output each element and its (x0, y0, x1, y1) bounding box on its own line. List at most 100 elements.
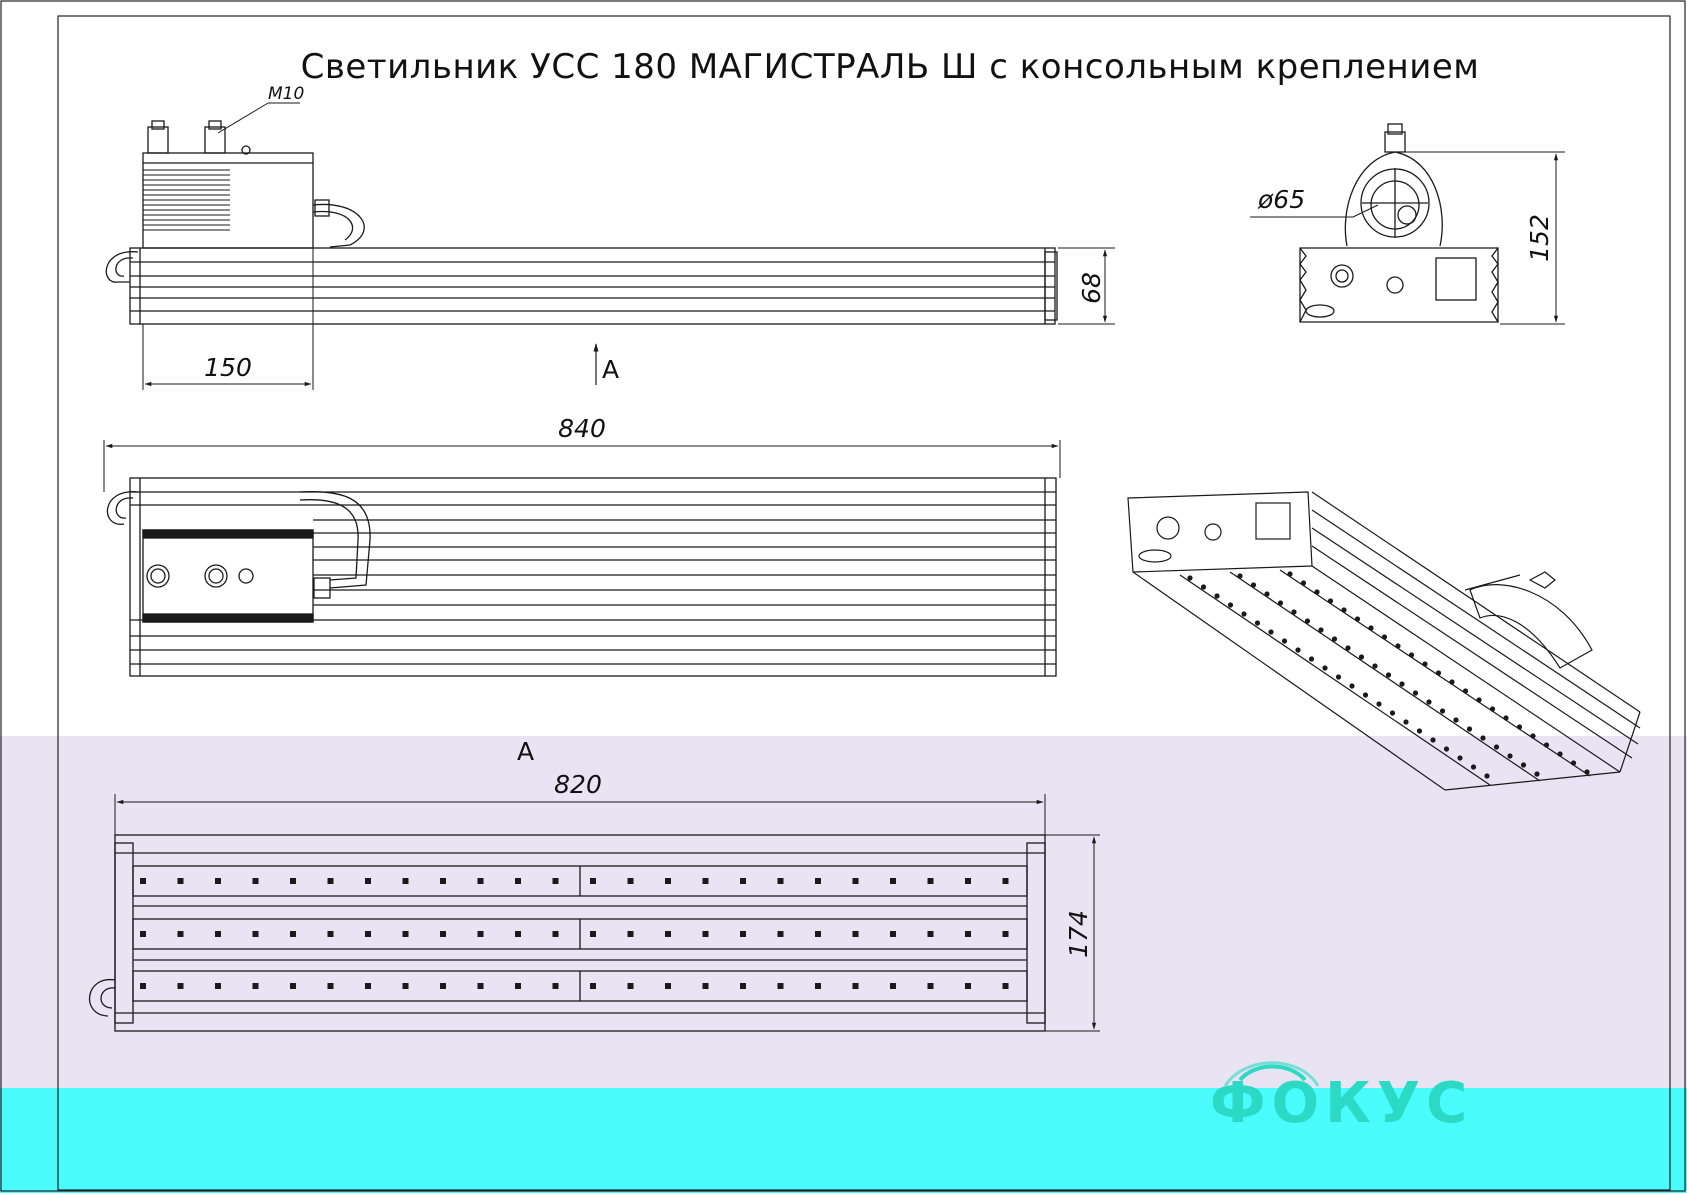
led-dot (215, 878, 221, 884)
led-dot (290, 931, 296, 937)
iso-led-dot (1422, 661, 1428, 667)
iso-led-dot (1277, 600, 1284, 606)
iso-led-dot (1507, 753, 1513, 759)
iso-led-dot (1300, 580, 1307, 586)
led-dot (590, 983, 596, 989)
iso-led-dot (1516, 724, 1523, 730)
side-view (105, 120, 1058, 325)
iso-led-dot (1200, 584, 1207, 590)
iso-led-dot (1408, 652, 1415, 658)
iso-led-dot (1453, 717, 1459, 723)
iso-led-dot (1331, 636, 1338, 642)
led-dot (627, 983, 634, 989)
iso-led-dot (1214, 593, 1220, 599)
led-dot (815, 931, 821, 937)
led-dot (777, 931, 784, 937)
iso-led-dot (1237, 573, 1243, 579)
iso-led-dot (1264, 591, 1270, 597)
dim-840 (103, 440, 1061, 492)
led-dot (477, 931, 484, 937)
led-dot (440, 878, 446, 884)
iso-led-dot (1304, 618, 1311, 624)
iso-led-dot (1187, 575, 1193, 581)
iso-led-dot (1457, 755, 1463, 761)
iso-led-dot (1291, 609, 1297, 615)
led-dot (215, 983, 221, 989)
led-dot (702, 878, 709, 884)
iso-led-dot (1530, 733, 1536, 739)
iso-led-dot (1354, 616, 1361, 622)
iso-led-dot (1372, 663, 1378, 669)
led-dot (590, 931, 596, 937)
lilac-band (0, 736, 1687, 1088)
isometric-view (1127, 491, 1641, 791)
led-dot (890, 983, 896, 989)
diameter-leader (1250, 204, 1379, 218)
led-dot (852, 983, 859, 989)
iso-led-dot (1341, 607, 1347, 613)
bolt-dimension-label: M10 (268, 84, 304, 104)
led-dot (1002, 931, 1009, 937)
led-dot (140, 931, 146, 937)
bottom-width-label: 174 (1064, 910, 1093, 958)
iso-led-dot (1399, 681, 1405, 687)
iso-led-dot (1412, 690, 1419, 696)
led-dot (177, 983, 184, 989)
company-logo: ФОКУС (1210, 1061, 1473, 1136)
led-dot (927, 983, 934, 989)
led-dot (252, 931, 259, 937)
led-dot (327, 983, 334, 989)
iso-led-dot (1322, 665, 1328, 671)
led-dot (927, 931, 934, 937)
led-dot (627, 931, 634, 937)
iso-led-dot (1466, 726, 1473, 732)
logo-text: ФОКУС (1210, 1071, 1473, 1136)
total-length-label: 840 (558, 414, 606, 443)
led-dot (927, 878, 934, 884)
led-dot (852, 878, 859, 884)
iso-led-dot (1376, 701, 1382, 707)
iso-led-dot (1241, 611, 1247, 617)
iso-led-dot (1470, 764, 1477, 770)
led-dot (965, 931, 971, 937)
led-dot (965, 983, 971, 989)
led-dot (890, 878, 896, 884)
iso-led-dot (1426, 699, 1432, 705)
led-dot (215, 931, 221, 937)
bottom-view (89, 834, 1046, 1032)
led-dot (515, 878, 521, 884)
led-dot (140, 878, 146, 884)
dim-68 (1058, 247, 1115, 325)
led-dot (515, 983, 521, 989)
led-dot (365, 983, 371, 989)
led-dot (965, 878, 971, 884)
led-dot (327, 931, 334, 937)
led-dot (665, 983, 671, 989)
iso-led-dot (1295, 647, 1301, 653)
iso-led-dot (1570, 760, 1577, 766)
iso-led-dot (1287, 571, 1293, 577)
led-dot (252, 983, 259, 989)
iso-led-dot (1462, 688, 1469, 694)
iso-led-dot (1476, 697, 1482, 703)
led-dot (440, 983, 446, 989)
iso-led-dot (1308, 656, 1315, 662)
led-dot (515, 931, 521, 937)
led-dot (552, 878, 559, 884)
top-view (106, 477, 1057, 677)
led-dot (140, 983, 146, 989)
led-dot (402, 878, 409, 884)
led-dot (290, 983, 296, 989)
iso-led-dot (1254, 620, 1261, 626)
led-dot (552, 983, 559, 989)
led-dot (627, 878, 634, 884)
iso-led-dot (1543, 742, 1550, 748)
iso-led-dot (1268, 629, 1274, 635)
led-dot (402, 931, 409, 937)
iso-led-dot (1281, 638, 1288, 644)
iso-led-dot (1368, 625, 1374, 631)
led-dot (740, 983, 746, 989)
led-dot (365, 931, 371, 937)
